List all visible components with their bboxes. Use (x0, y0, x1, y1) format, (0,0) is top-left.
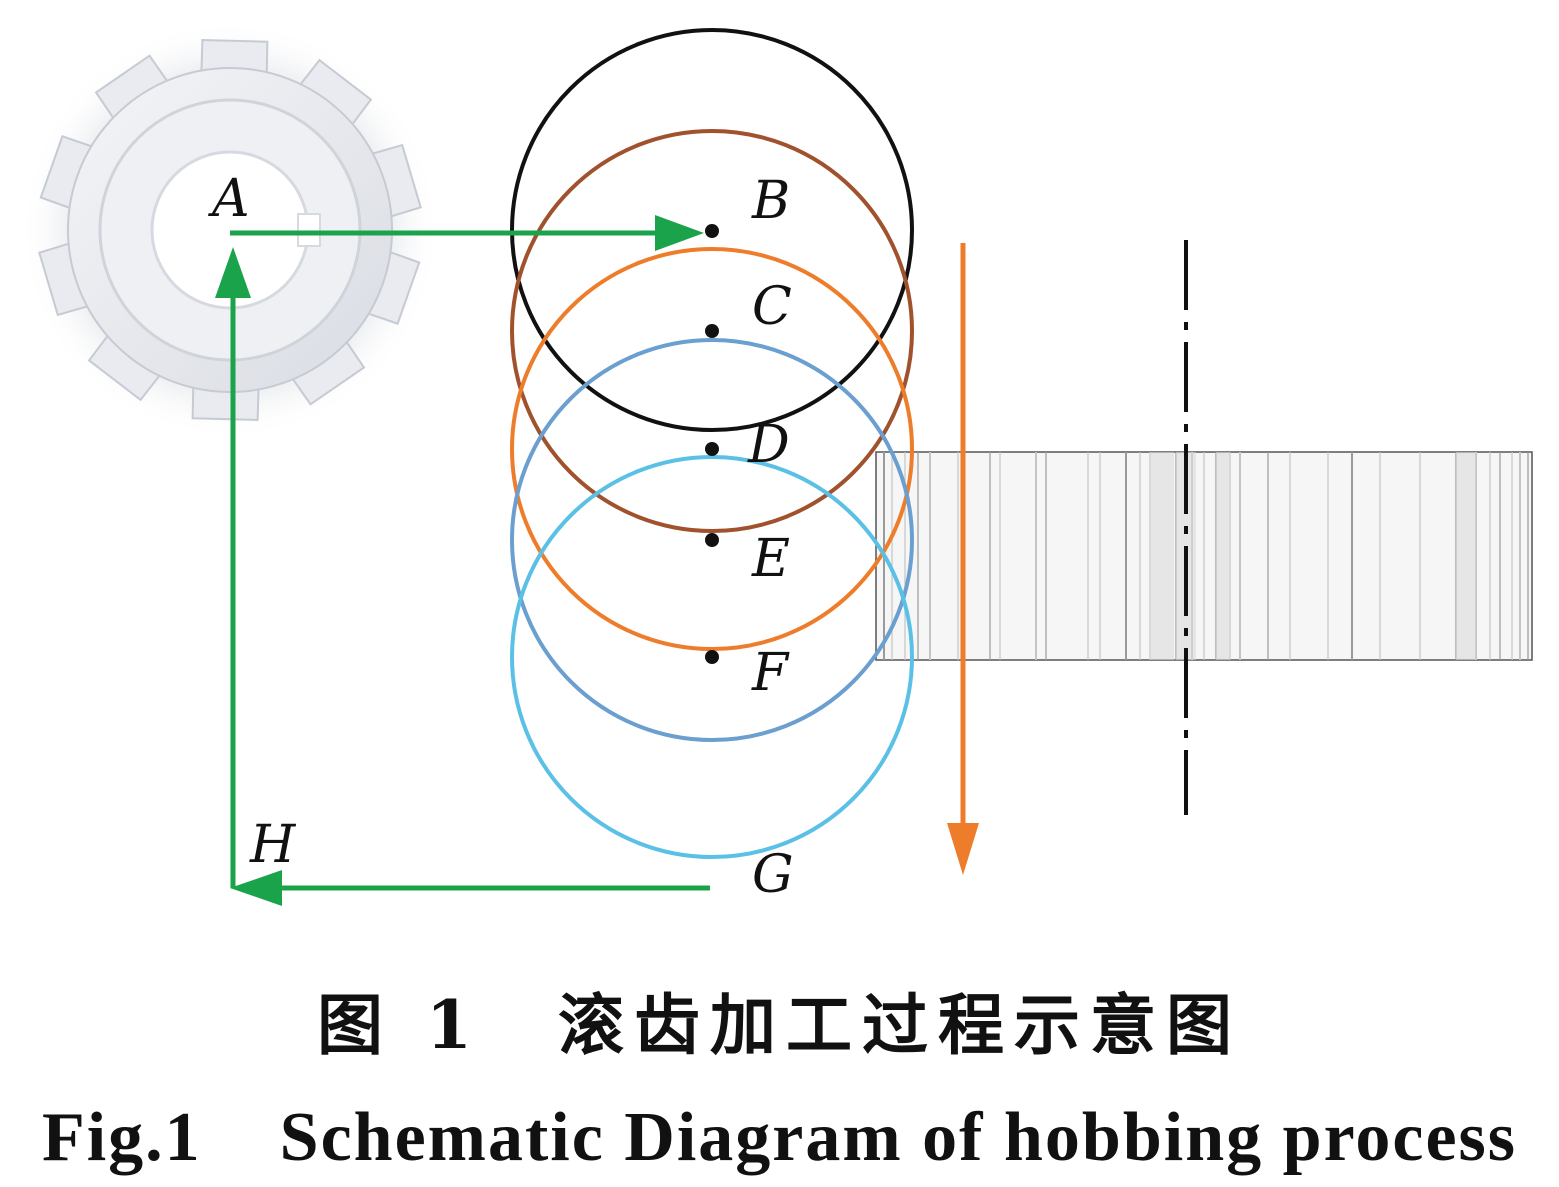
point-D-dot (705, 442, 719, 456)
gear-shade-band (1216, 452, 1230, 660)
workpiece-gear (875, 451, 1533, 661)
arrow-head-to-B (655, 215, 704, 251)
hob-cutter-icon (20, 20, 440, 440)
caption-chinese: 图 1 滚齿加工过程示意图 (317, 986, 1242, 1064)
gear-shade-band (1456, 452, 1476, 660)
label-B: B (751, 171, 790, 231)
label-C: C (752, 277, 792, 337)
tool-path (215, 215, 710, 906)
gear-shade-band (1150, 452, 1174, 660)
point-E-dot (705, 533, 719, 547)
arrow-head-to-H (230, 870, 282, 906)
circle-position-F (510, 455, 914, 859)
arrow-head-to-A (215, 247, 251, 298)
circle-position-B (510, 28, 914, 432)
hobbing-diagram: A B C D E F G H (20, 20, 1533, 906)
circle-position-C (510, 129, 914, 533)
circle-position-E (510, 338, 914, 742)
point-F-dot (705, 650, 719, 664)
label-D: D (747, 415, 790, 475)
point-C-dot (705, 324, 719, 338)
label-A: A (208, 169, 250, 229)
label-E: E (751, 529, 790, 589)
caption-english: Fig.1 Schematic Diagram of hobbing proce… (41, 1099, 1518, 1176)
label-H: H (249, 815, 297, 875)
label-F: F (751, 643, 790, 703)
point-B-dot (705, 224, 719, 238)
feed-arrow-head (947, 823, 979, 875)
circle-position-D (510, 247, 914, 651)
feed-arrow (947, 243, 979, 875)
label-G: G (752, 845, 794, 905)
